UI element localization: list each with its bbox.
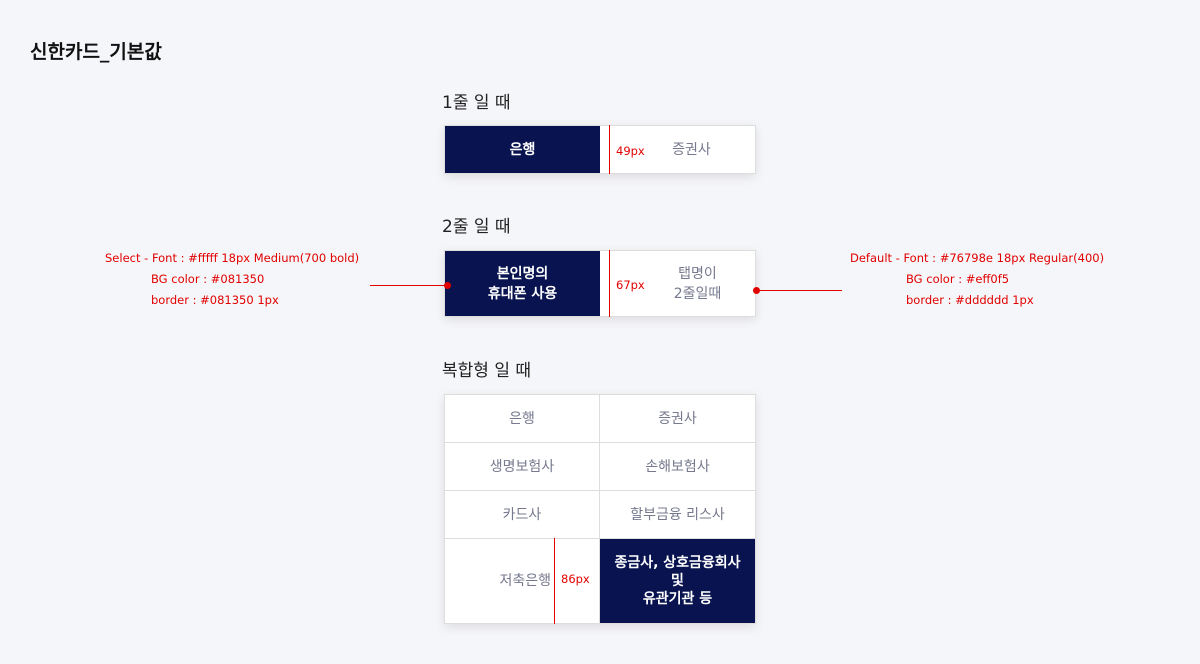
default-pointer-dot bbox=[753, 287, 760, 294]
select-spec-line-3: border : #081350 1px bbox=[151, 293, 279, 307]
measure-line-two bbox=[609, 250, 610, 317]
page-title: 신한카드_기본값 bbox=[30, 41, 162, 63]
tab-bar-one-line: 은행 증권사 bbox=[444, 125, 756, 174]
cell-bank[interactable]: 은행 bbox=[445, 395, 600, 443]
select-spec-line-1: Select - Font : #fffff 18px Medium(700 b… bbox=[105, 251, 360, 265]
tab-securities[interactable]: 증권사 bbox=[600, 126, 755, 173]
measure-label-one: 49px bbox=[616, 144, 645, 158]
cell-securities[interactable]: 증권사 bbox=[600, 395, 755, 443]
measure-label-two: 67px bbox=[616, 278, 645, 292]
default-spec-line-3: border : #dddddd 1px bbox=[906, 293, 1034, 307]
default-pointer-line bbox=[758, 290, 842, 291]
default-spec-line-2: BG color : #eff0f5 bbox=[906, 272, 1010, 286]
cell-merchant-bank[interactable]: 종금사, 상호금융회사 및 유관기관 등 bbox=[600, 539, 755, 623]
measure-label-three: 86px bbox=[561, 572, 590, 586]
cell-savings-bank[interactable]: 저축은행 bbox=[445, 539, 600, 623]
tab-own-phone[interactable]: 본인명의 휴대폰 사용 bbox=[445, 251, 600, 316]
default-spec-line-1: Default - Font : #76798e 18px Regular(40… bbox=[850, 251, 1105, 265]
measure-line-one bbox=[609, 125, 610, 174]
section-title-two-line: 2줄 일 때 bbox=[442, 217, 511, 237]
tab-securities-label: 증권사 bbox=[672, 141, 711, 158]
tab-bar-two-line: 본인명의 휴대폰 사용 탭명이 2줄일때 bbox=[444, 250, 756, 317]
cell-nonlife-insurance[interactable]: 손해보험사 bbox=[600, 443, 755, 491]
composite-tab-grid: 은행 증권사 생명보험사 손해보험사 카드사 할부금융 리스사 저축은행 종금사… bbox=[444, 394, 756, 624]
tab-two-line-default-label: 탭명이 2줄일때 bbox=[673, 265, 722, 302]
select-pointer-dot bbox=[444, 282, 451, 289]
cell-card[interactable]: 카드사 bbox=[445, 491, 600, 539]
measure-line-three bbox=[554, 538, 555, 624]
tab-two-line-default[interactable]: 탭명이 2줄일때 bbox=[600, 251, 755, 316]
section-title-one-line: 1줄 일 때 bbox=[442, 93, 511, 113]
cell-installment-lease[interactable]: 할부금융 리스사 bbox=[600, 491, 755, 539]
cell-life-insurance[interactable]: 생명보험사 bbox=[445, 443, 600, 491]
tab-bank[interactable]: 은행 bbox=[445, 126, 600, 173]
section-title-composite: 복합형 일 때 bbox=[442, 361, 532, 381]
select-spec-line-2: BG color : #081350 bbox=[151, 272, 265, 286]
select-pointer-line bbox=[370, 285, 448, 286]
